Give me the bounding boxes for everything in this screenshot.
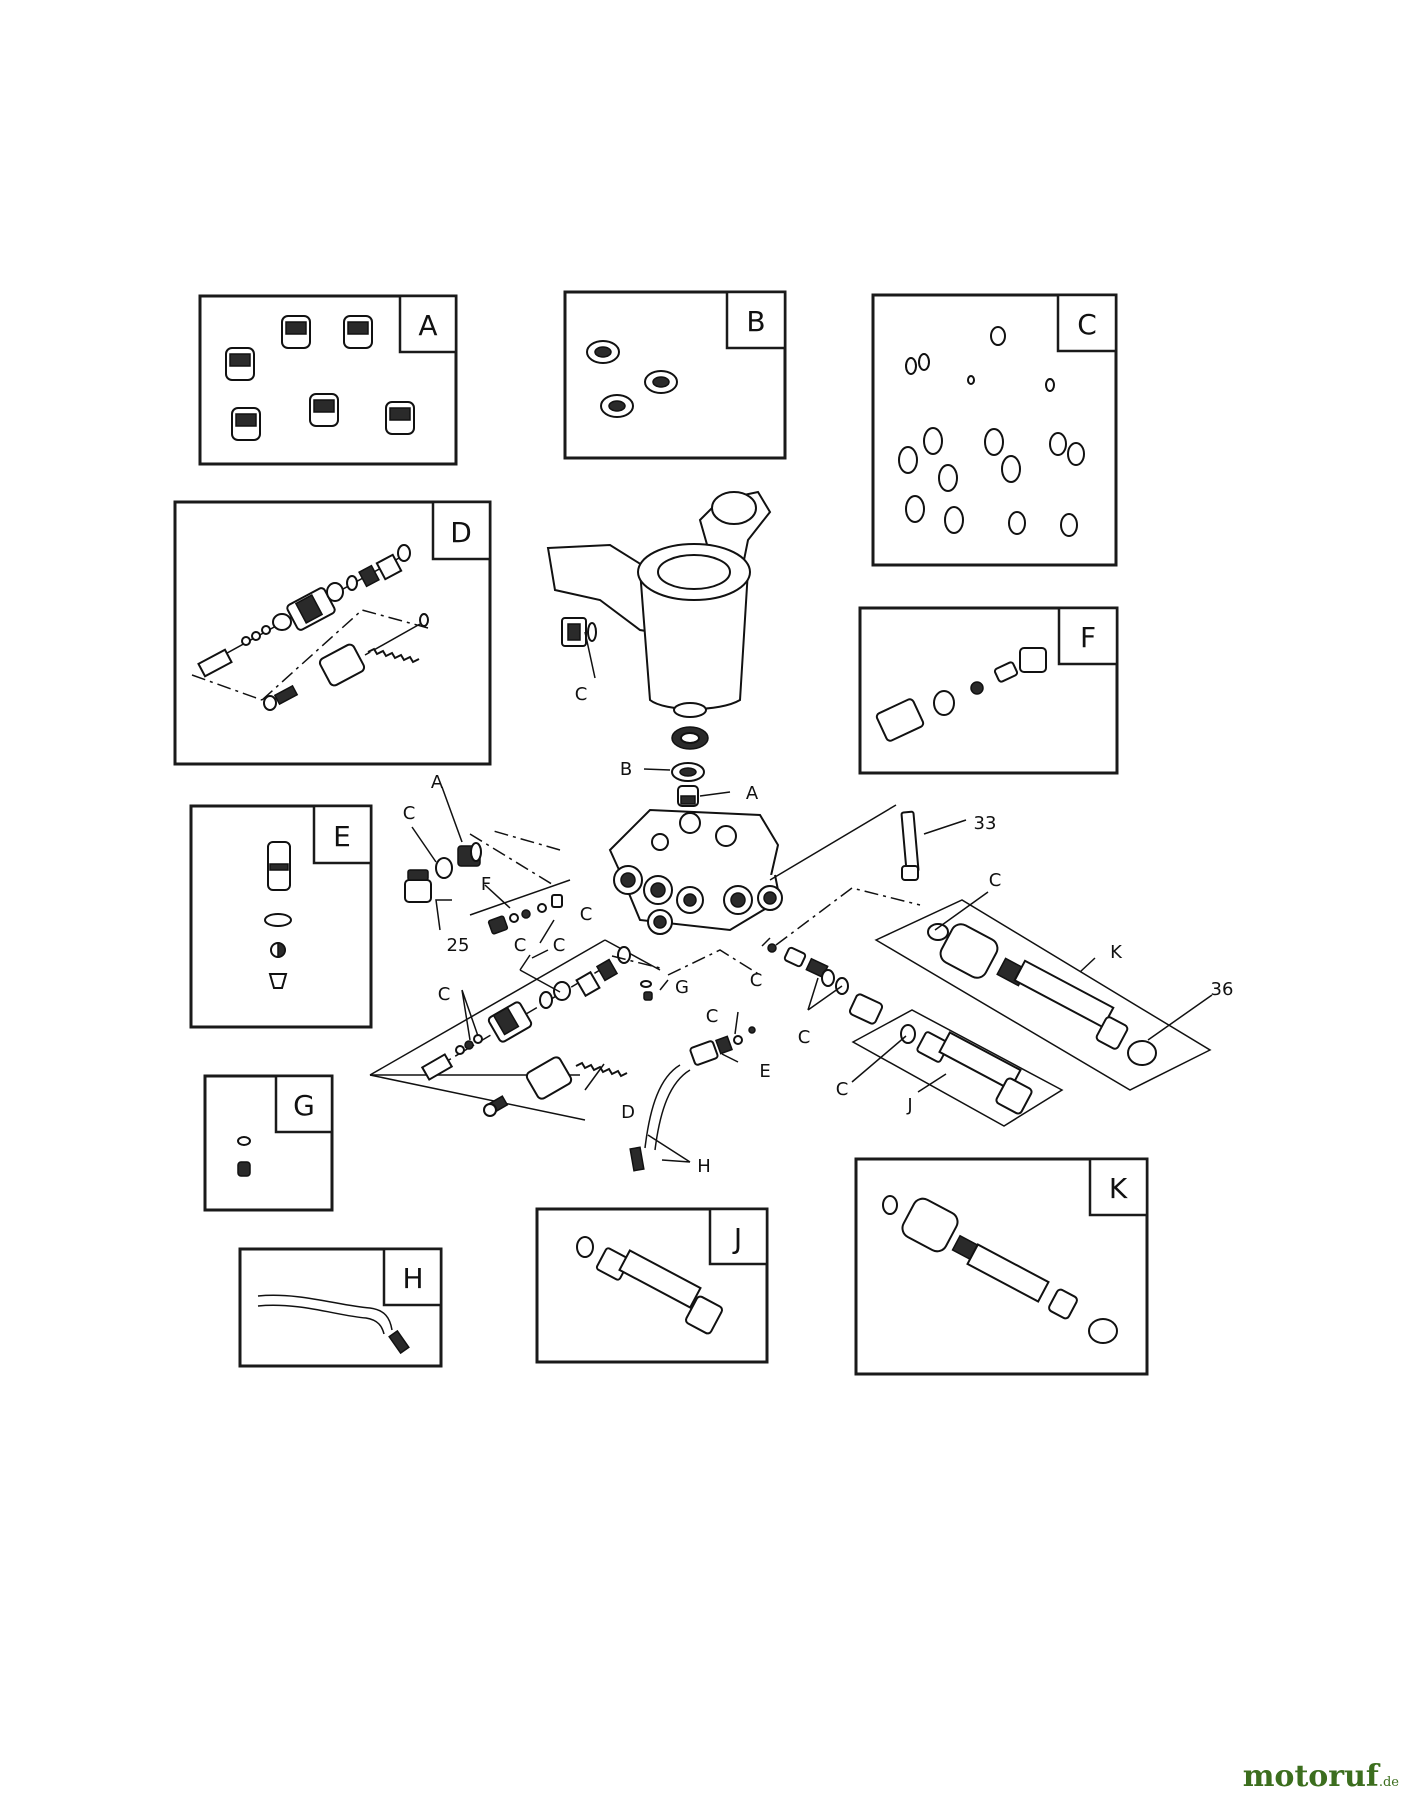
kit-h-hose — [257, 1294, 410, 1355]
bolt-33 — [900, 810, 967, 881]
leader-lines — [411, 631, 1213, 1163]
kit-k-box: K — [854, 1157, 1149, 1376]
kit-d-tag: D — [450, 516, 472, 549]
site-watermark: motoruf.de — [1243, 1759, 1399, 1794]
kit-c-box: C — [871, 293, 1118, 567]
filter-j-assembly — [851, 1009, 1064, 1127]
callout-part-36: 36 — [1211, 979, 1234, 1000]
kit-e-box: E — [189, 804, 373, 1029]
callout-c-right-1: C — [750, 970, 763, 991]
callout-j-right: J — [906, 1095, 912, 1116]
kit-f-box: F — [858, 606, 1119, 775]
callout-c-left-4: C — [438, 984, 451, 1005]
kit-e-ball-valve — [264, 841, 292, 989]
callout-c-pump-top: C — [575, 684, 588, 705]
pump-manifold — [608, 804, 897, 935]
kit-h-box: H — [238, 1247, 443, 1368]
callout-a-center: A — [746, 783, 759, 804]
kit-e-tag: E — [333, 820, 351, 853]
callout-h-lower: H — [697, 1156, 711, 1177]
pump-seal-stack — [671, 702, 709, 807]
callout-c-lower-mid: C — [706, 1006, 719, 1027]
kit-j-box: J — [535, 1207, 769, 1364]
kit-g-tag: G — [293, 1089, 315, 1122]
right-side-fittings — [767, 887, 921, 1025]
kit-g-center — [611, 955, 661, 1001]
hose-h-assembly — [629, 949, 761, 1172]
callout-part-25: 25 — [447, 935, 470, 956]
callout-c-left-top: C — [403, 803, 416, 824]
callout-d-bottom: D — [621, 1102, 635, 1123]
kit-d-unloader-parts — [191, 544, 429, 711]
kit-j-filter — [576, 1236, 723, 1335]
kit-b-box: B — [563, 290, 787, 460]
watermark-suffix: .de — [1378, 1775, 1399, 1790]
kit-a-box: A — [198, 294, 458, 466]
watermark-main: motoruf — [1242, 1759, 1379, 1794]
callout-e-lower-mid: E — [759, 1061, 770, 1082]
callout-c-left-2: C — [553, 935, 566, 956]
kit-a-tag: A — [418, 309, 437, 342]
kit-j-tag: J — [732, 1222, 742, 1255]
callout-g-center: G — [675, 977, 689, 998]
kit-g-box: G — [203, 1074, 334, 1212]
plug-25-assembly — [404, 842, 482, 903]
callout-c-right-2: C — [798, 1027, 811, 1048]
pump-crankcase — [546, 490, 772, 710]
callout-f-left: F — [481, 874, 491, 895]
kit-c-o-rings — [898, 326, 1085, 537]
callout-labels: C B A A C 25 F C C C C G D C E H C C C J… — [403, 684, 1234, 1177]
kit-f-tag: F — [1080, 621, 1096, 654]
check-valve-f-assembly — [469, 879, 571, 935]
callout-part-33: 33 — [974, 813, 997, 834]
kit-d-box: D — [173, 500, 492, 766]
kit-b-seals — [586, 340, 678, 418]
kit-k-tag: K — [1109, 1172, 1128, 1205]
main-unloader-assembly — [369, 829, 661, 1121]
callout-b-center: B — [620, 759, 632, 780]
callout-c-left-3: C — [514, 935, 527, 956]
callout-k-right: K — [1110, 942, 1123, 963]
kit-c-tag: C — [1077, 308, 1097, 341]
kit-b-tag: B — [746, 305, 765, 338]
kit-f-check-valve — [875, 647, 1047, 742]
callout-a-left: A — [431, 772, 444, 793]
callout-c-right-3: C — [836, 1079, 849, 1100]
kit-k-filter — [882, 1195, 1118, 1344]
kit-a-valves — [225, 315, 415, 441]
callout-c-right-top: C — [989, 870, 1002, 891]
kit-h-tag: H — [402, 1262, 423, 1295]
inlet-filter-k-assembly — [874, 899, 1212, 1091]
callout-c-left-1: C — [580, 904, 593, 925]
kit-g-parts — [237, 1136, 251, 1177]
